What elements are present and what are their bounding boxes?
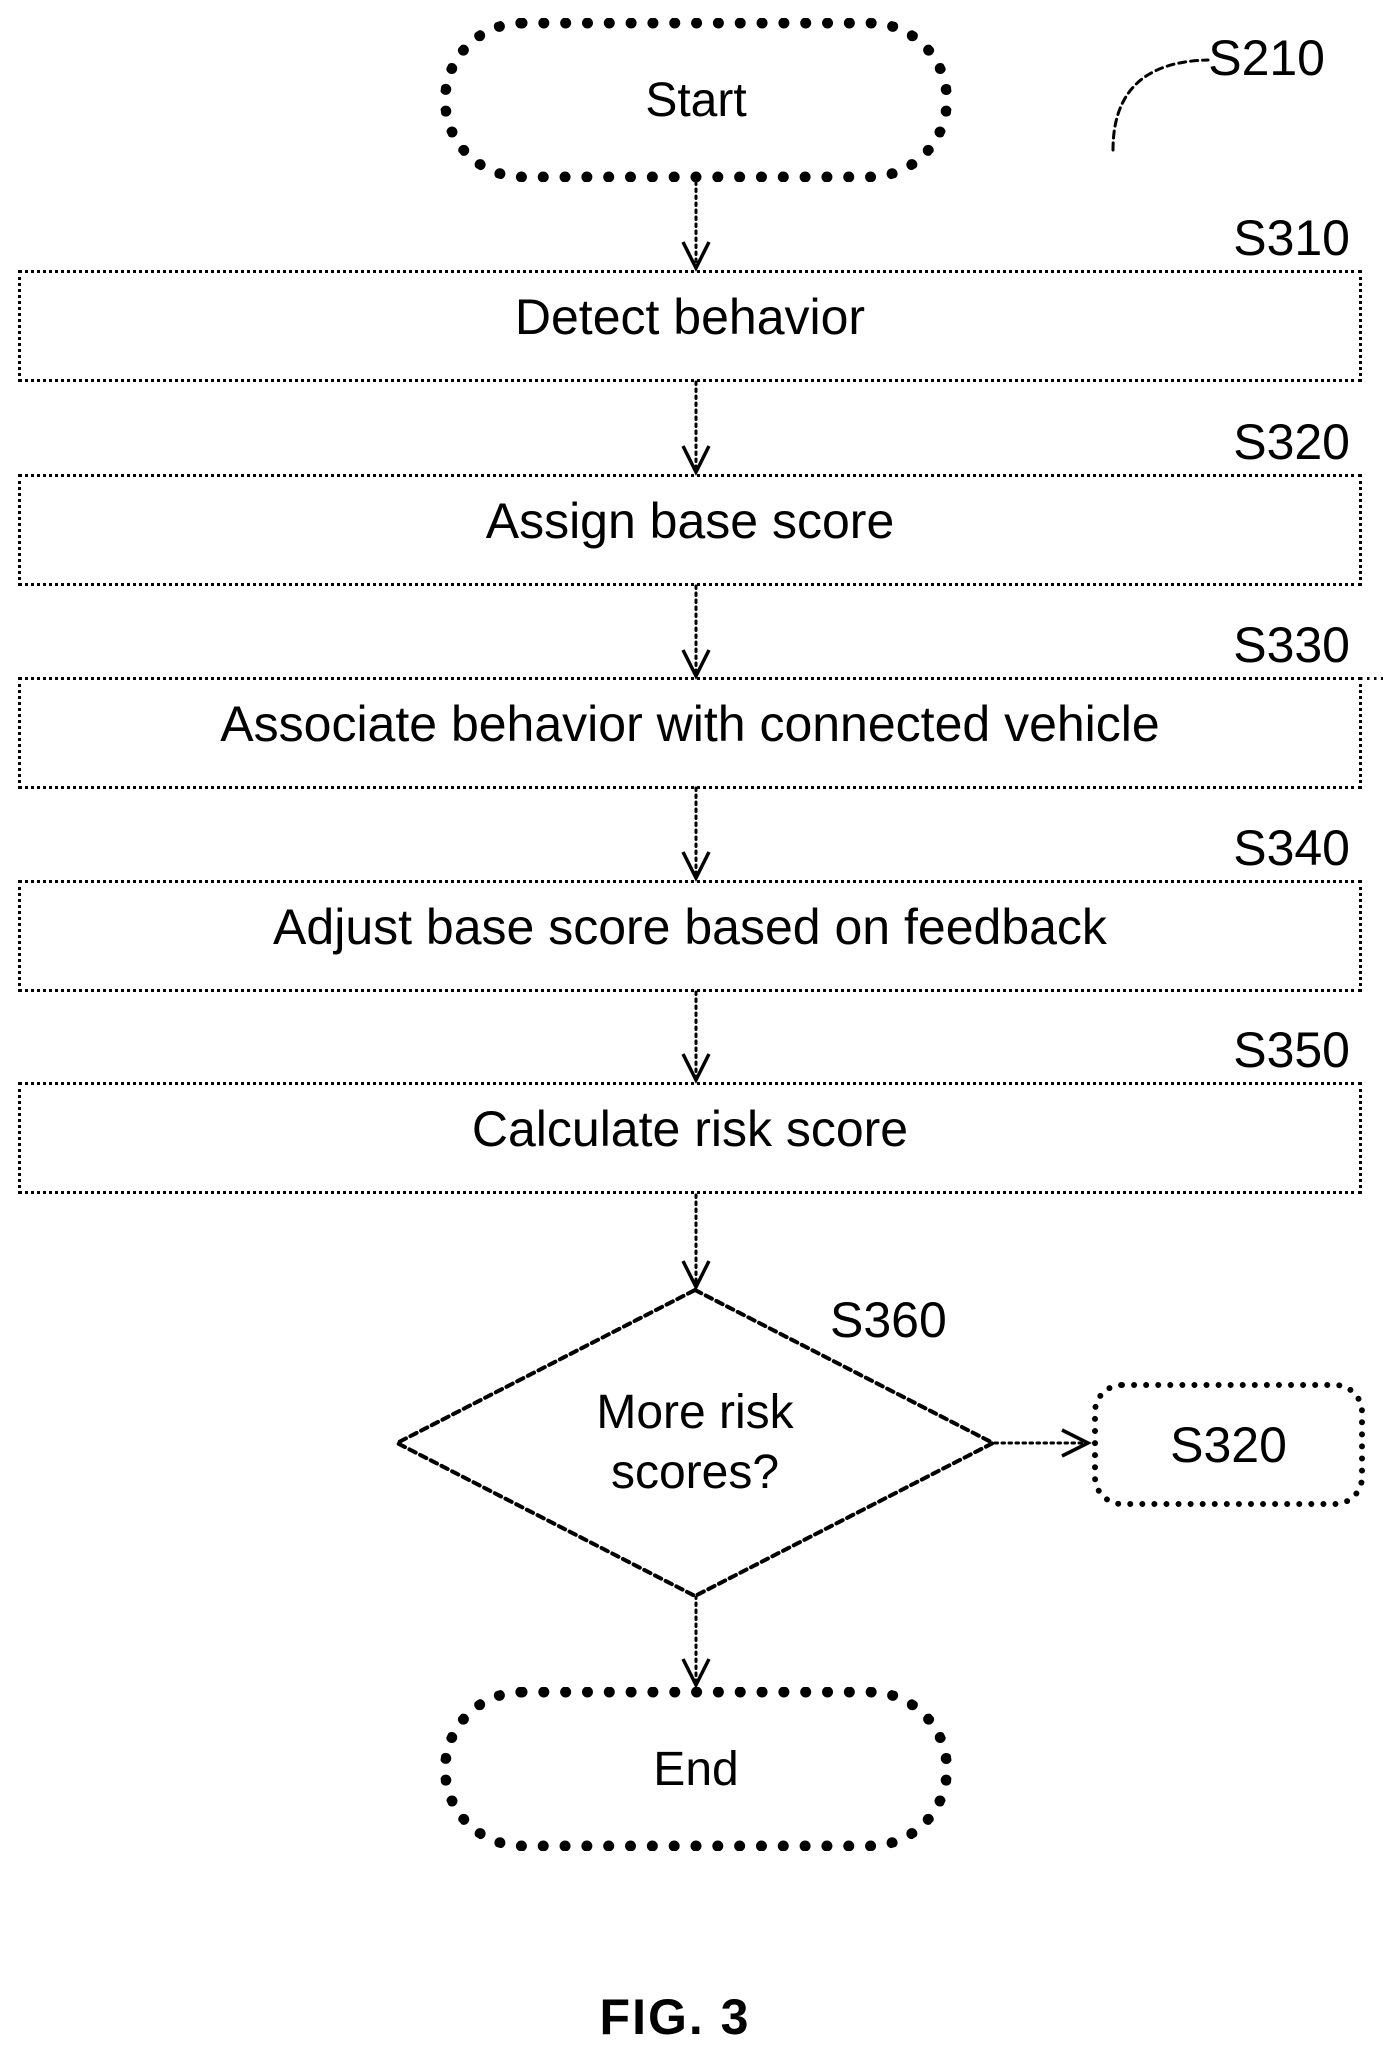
step-box-adjust-base-score: Adjust base score based on feedback	[18, 880, 1362, 992]
step-ref-s310: S310	[1233, 210, 1350, 266]
loop-target-label: S320	[1170, 1416, 1287, 1473]
start-node: Start	[440, 18, 952, 182]
decision-question-line1: More risk	[596, 1386, 794, 1439]
arrowhead-s320-to-s330	[681, 649, 711, 680]
decision-question-line2: scores?	[610, 1446, 780, 1499]
step-ref-s320: S320	[1233, 414, 1350, 470]
step-label: Detect behavior	[514, 289, 866, 345]
arrowhead-s310-to-s320	[681, 445, 711, 476]
step-label: Assign base score	[485, 493, 895, 549]
step-box-calculate-risk-score: Calculate risk score	[18, 1082, 1362, 1194]
step-ref-s350: S350	[1233, 1022, 1350, 1078]
loop-target-box: S320	[1092, 1382, 1365, 1507]
arrowhead-decision-to-loop	[1061, 1428, 1092, 1458]
figure-ref-label: S210	[1208, 30, 1325, 86]
end-node: End	[440, 1687, 952, 1851]
step-ref-s330: S330	[1233, 617, 1350, 673]
arrowhead-decision-to-end	[681, 1658, 711, 1689]
arrowhead-s330-to-s340	[681, 851, 711, 882]
step-ref-s340: S340	[1233, 820, 1350, 876]
step-box-associate-behavior: Associate behavior with connected vehicl…	[18, 677, 1362, 789]
figure-caption: FIG. 3	[599, 1989, 751, 2045]
step-box-detect-behavior: Detect behavior	[18, 270, 1362, 382]
arrowhead-s340-to-s350	[681, 1053, 711, 1084]
step-label: Calculate risk score	[471, 1101, 909, 1157]
arrowhead-start-to-s310	[681, 241, 711, 272]
start-label: Start	[645, 73, 747, 127]
step-label: Associate behavior with connected vehicl…	[220, 696, 1160, 752]
step-label: Adjust base score based on feedback	[273, 899, 1107, 955]
step-box-assign-base-score: Assign base score	[18, 474, 1362, 586]
end-label: End	[653, 1742, 739, 1796]
decision-question: More risk scores?	[495, 1383, 895, 1503]
decision-ref-s360: S360	[830, 1292, 947, 1348]
arrowhead-s350-to-decision	[681, 1260, 711, 1291]
